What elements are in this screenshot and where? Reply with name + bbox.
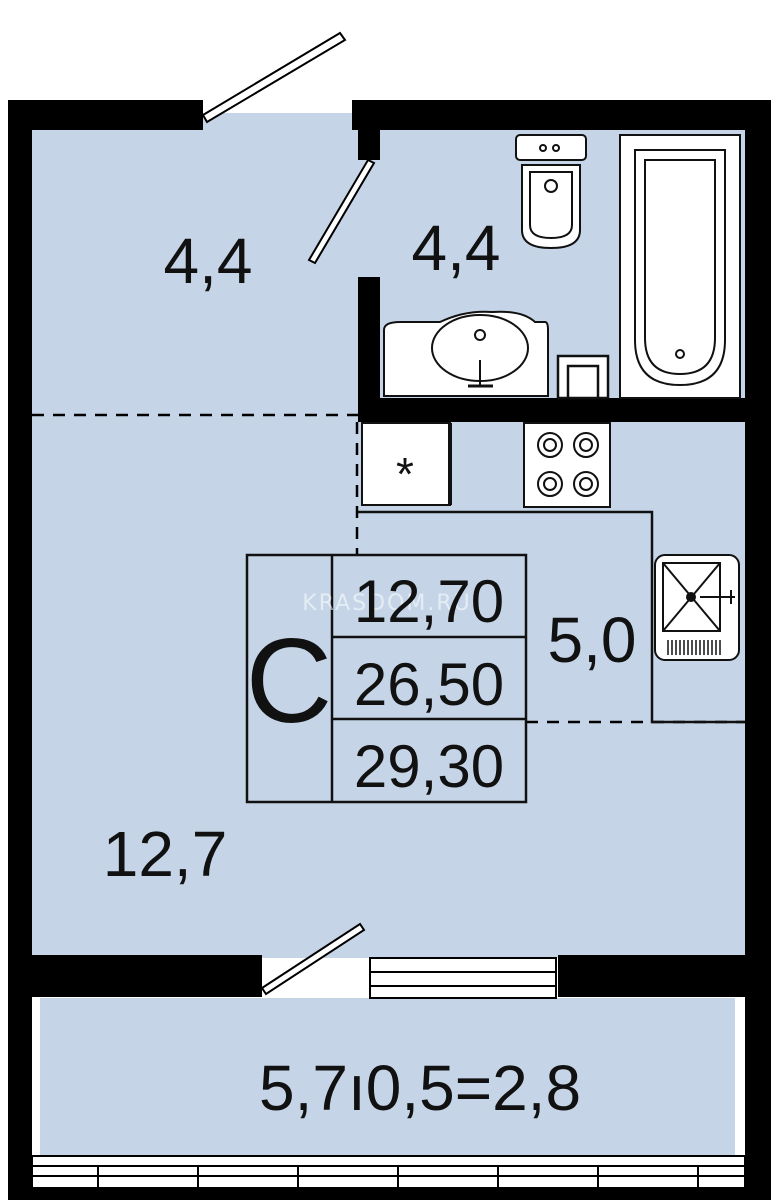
walls bbox=[8, 100, 771, 1200]
watermark: KRASDOM.RU bbox=[302, 591, 471, 616]
wall-right bbox=[745, 100, 771, 1195]
sink-drainboard bbox=[667, 640, 721, 655]
wall-bath-upper bbox=[358, 100, 380, 160]
bathroom-area-label: 4,4 bbox=[412, 212, 501, 284]
wall-balcony-left bbox=[30, 955, 262, 997]
wall-bottom bbox=[8, 1188, 771, 1200]
apartment-info-box bbox=[245, 553, 528, 804]
kitchen-sink bbox=[654, 554, 740, 661]
wall-left bbox=[8, 100, 32, 1195]
bathtub bbox=[619, 134, 741, 399]
living-area-total: 12,70 bbox=[354, 568, 504, 635]
bathroom-door bbox=[307, 158, 376, 265]
total-area: 26,50 bbox=[354, 651, 504, 718]
wall-top-left bbox=[8, 100, 203, 130]
living-area-label: 12,7 bbox=[103, 818, 228, 890]
kitchen-counter bbox=[358, 510, 745, 724]
washing-machine bbox=[556, 354, 610, 400]
doors bbox=[201, 31, 376, 996]
washbasin bbox=[383, 310, 549, 397]
fridge bbox=[361, 422, 452, 506]
balcony-window bbox=[369, 957, 557, 999]
balcony-floor bbox=[40, 998, 735, 1156]
wall-balcony-right bbox=[558, 955, 748, 997]
wall-bath-bottom bbox=[358, 398, 745, 422]
total-area-with-balcony: 29,30 bbox=[354, 733, 504, 800]
balcony-door bbox=[260, 922, 366, 996]
toilet bbox=[515, 134, 587, 250]
wall-bath-lower bbox=[358, 277, 380, 422]
zone-separators bbox=[32, 413, 745, 724]
hall-area-label: 4,4 bbox=[164, 225, 253, 297]
stove bbox=[523, 422, 611, 508]
apartment-type-letter: С bbox=[246, 614, 333, 748]
balcony-railing bbox=[31, 1155, 746, 1189]
balcony-area-label: 5,7ı0,5=2,8 bbox=[259, 1052, 581, 1124]
fridge-symbol: * bbox=[396, 448, 414, 500]
wall-top-right bbox=[352, 100, 771, 130]
entrance-door bbox=[201, 31, 347, 124]
kitchen-area-label: 5,0 bbox=[548, 604, 637, 676]
